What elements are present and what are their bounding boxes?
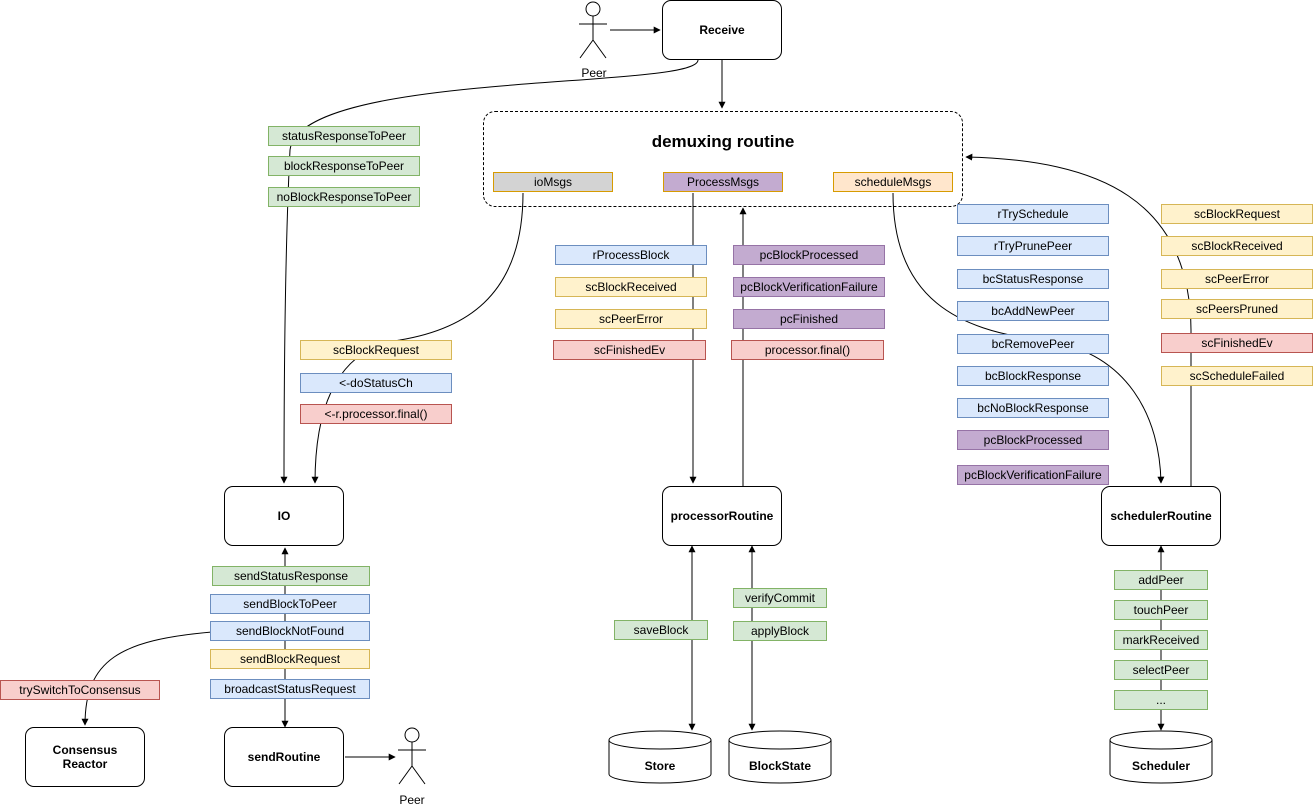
message-label: ... — [1114, 690, 1208, 710]
message-label: bcBlockResponse — [957, 366, 1109, 386]
peer-top-actor — [579, 1, 607, 59]
message-label: pcBlockProcessed — [957, 430, 1109, 450]
message-label: scBlockReceived — [555, 277, 707, 297]
demuxing-routine[interactable]: demuxing routine — [483, 111, 963, 207]
scheduler-db — [1109, 730, 1213, 784]
message-label: scBlockRequest — [300, 340, 452, 360]
blockstate-db — [728, 730, 832, 784]
message-label: broadcastStatusRequest — [210, 679, 370, 699]
message-label: scBlockReceived — [1161, 236, 1313, 256]
message-label: pcFinished — [733, 309, 885, 329]
edge-io-consensus — [81, 631, 213, 726]
message-label: saveBlock — [614, 620, 708, 640]
message-label: sendBlockRequest — [210, 649, 370, 669]
message-label: scFinishedEv — [1161, 333, 1313, 353]
message-label: rTryPrunePeer — [957, 236, 1109, 256]
message-label: selectPeer — [1114, 660, 1208, 680]
message-label: sendBlockToPeer — [210, 594, 370, 614]
message-label: bcRemovePeer — [957, 334, 1109, 354]
message-label: processor.final() — [731, 340, 884, 360]
message-label: addPeer — [1114, 570, 1208, 590]
message-label: scFinishedEv — [553, 340, 706, 360]
message-label: bcAddNewPeer — [957, 301, 1109, 321]
message-label: bcNoBlockResponse — [957, 398, 1109, 418]
message-label: bcStatusResponse — [957, 269, 1109, 289]
consensus-reactor-node[interactable]: Consensus Reactor — [25, 727, 145, 787]
message-label: scPeerError — [555, 309, 707, 329]
processor-routine-node[interactable]: processorRoutine — [662, 486, 782, 546]
store-label: Store — [644, 759, 676, 773]
store-db — [608, 730, 712, 784]
message-label: noBlockResponseToPeer — [268, 187, 420, 207]
message-label: scPeersPruned — [1161, 299, 1313, 319]
peer-top-label: Peer — [581, 66, 607, 80]
blockstate-label: BlockState — [748, 759, 812, 773]
message-label: blockResponseToPeer — [268, 156, 420, 176]
edge-scheduler-demux — [965, 153, 1192, 486]
message-label: trySwitchToConsensus — [0, 680, 160, 700]
io-msgs-channel: ioMsgs — [493, 172, 613, 192]
schedule-msgs-channel: scheduleMsgs — [833, 172, 953, 192]
send-routine-node[interactable]: sendRoutine — [224, 727, 344, 787]
message-label: rProcessBlock — [555, 245, 707, 265]
receive-node[interactable]: Receive — [662, 0, 782, 60]
message-label: statusResponseToPeer — [268, 126, 420, 146]
message-label: verifyCommit — [733, 588, 827, 608]
peer-bottom-actor — [398, 727, 426, 785]
message-label: pcBlockVerificationFailure — [733, 277, 885, 297]
peer-bottom-label: Peer — [399, 793, 425, 807]
message-label: touchPeer — [1114, 600, 1208, 620]
message-label: sendBlockNotFound — [210, 621, 370, 641]
process-msgs-channel: ProcessMsgs — [663, 172, 783, 192]
message-label: sendStatusResponse — [212, 566, 370, 586]
message-label: pcBlockProcessed — [733, 245, 885, 265]
message-label: pcBlockVerificationFailure — [957, 465, 1109, 485]
scheduler-db-label: Scheduler — [1131, 759, 1191, 773]
demuxing-routine-title: demuxing routine — [651, 132, 795, 151]
message-label: <-doStatusCh — [300, 373, 452, 393]
message-label: applyBlock — [733, 621, 827, 641]
message-label: rTrySchedule — [957, 204, 1109, 224]
message-label: scScheduleFailed — [1161, 366, 1313, 386]
message-label: scPeerError — [1161, 269, 1313, 289]
message-label: markReceived — [1114, 630, 1208, 650]
message-label: scBlockRequest — [1161, 204, 1313, 224]
edge-demux-io — [311, 192, 524, 484]
message-label: <-r.processor.final() — [300, 404, 452, 424]
io-node[interactable]: IO — [224, 486, 344, 546]
scheduler-routine-node[interactable]: schedulerRoutine — [1101, 486, 1221, 546]
